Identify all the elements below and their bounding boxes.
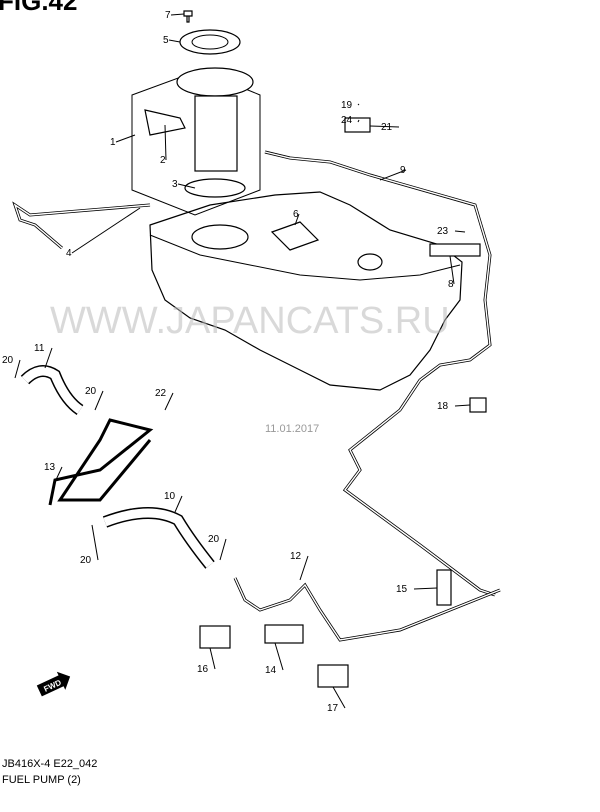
leader-line [174, 495, 183, 513]
leader-line [379, 169, 407, 181]
pipe-13[interactable] [48, 418, 154, 506]
diagram-caption: FUEL PUMP (2) [2, 774, 81, 786]
date-stamp: 11.01.2017 [265, 423, 319, 435]
pump-seal-3[interactable] [184, 178, 246, 198]
bolt-7[interactable] [183, 10, 193, 23]
callout-20[interactable]: 20 [85, 386, 97, 397]
pump-flange[interactable] [176, 67, 254, 97]
callout-16[interactable]: 16 [197, 664, 209, 675]
callout-17[interactable]: 17 [327, 703, 339, 714]
leader-line [357, 119, 360, 123]
clamp-15[interactable] [436, 569, 452, 606]
clamp-16[interactable] [199, 625, 231, 649]
fuel-gauge-sender-2[interactable] [144, 109, 186, 136]
forward-arrow-icon: FWD [36, 671, 71, 697]
callout-2[interactable]: 2 [160, 155, 166, 166]
callout-20[interactable]: 20 [208, 534, 220, 545]
leader-line [454, 404, 471, 407]
leader-line [413, 587, 438, 590]
leader-line [14, 359, 21, 379]
clamp-18[interactable] [469, 397, 487, 413]
callout-9[interactable]: 9 [400, 165, 406, 176]
fuel-tank[interactable] [149, 191, 463, 391]
leader-line [44, 347, 53, 369]
leader-line [209, 647, 216, 670]
pump-opening [191, 224, 249, 250]
leader-line [369, 125, 400, 128]
leader-line [454, 230, 466, 233]
leader-line [294, 213, 300, 226]
bracket-8[interactable] [429, 243, 481, 257]
leader-line [168, 39, 181, 43]
fuel-pump-1[interactable] [194, 95, 238, 172]
leader-line [219, 538, 227, 561]
leader-line [115, 134, 136, 143]
leader-line [164, 124, 167, 161]
leader-line [54, 466, 63, 483]
callout-11[interactable]: 11 [34, 343, 45, 354]
leader-line [164, 392, 174, 411]
callout-15[interactable]: 15 [396, 584, 408, 595]
callout-21[interactable]: 21 [381, 122, 393, 133]
leader-line [299, 555, 309, 581]
callout-24[interactable]: 24 [341, 115, 353, 126]
fuel-pump-cover-6[interactable] [270, 221, 320, 251]
clamp-17[interactable] [317, 664, 349, 688]
pump-gasket-5[interactable] [179, 29, 241, 55]
callout-4[interactable]: 4 [66, 248, 72, 259]
callout-20[interactable]: 20 [80, 555, 92, 566]
callout-19[interactable]: 19 [341, 100, 353, 111]
leader-line [94, 390, 104, 411]
callout-8[interactable]: 8 [448, 279, 454, 290]
callout-6[interactable]: 6 [293, 209, 299, 220]
leader-line [274, 642, 284, 671]
callout-7[interactable]: 7 [165, 10, 171, 21]
callout-18[interactable]: 18 [437, 401, 449, 412]
clamp-14[interactable] [264, 624, 304, 644]
diagram-code: JB416X-4 E22_042 [2, 758, 98, 770]
forward-label: FWD [42, 678, 63, 694]
callout-1[interactable]: 1 [110, 137, 116, 148]
leader-line [71, 207, 141, 254]
leader-line [170, 13, 185, 16]
leader-line [449, 255, 455, 285]
callout-22[interactable]: 22 [155, 388, 167, 399]
watermark: WWW.JAPANCATS.RU [50, 300, 450, 342]
callout-3[interactable]: 3 [172, 179, 178, 190]
leader-line [91, 524, 99, 561]
bracket-21[interactable] [344, 117, 371, 133]
callout-5[interactable]: 5 [163, 35, 169, 46]
figure-title: FIG.42 [0, 0, 78, 16]
callout-13[interactable]: 13 [44, 462, 56, 473]
leader-line [332, 686, 346, 709]
callout-23[interactable]: 23 [437, 226, 449, 237]
callout-12[interactable]: 12 [290, 551, 302, 562]
leader-line [177, 183, 196, 189]
callout-10[interactable]: 10 [164, 491, 176, 502]
leader-line [357, 103, 360, 106]
callout-14[interactable]: 14 [265, 665, 277, 676]
callout-20[interactable]: 20 [2, 355, 14, 366]
